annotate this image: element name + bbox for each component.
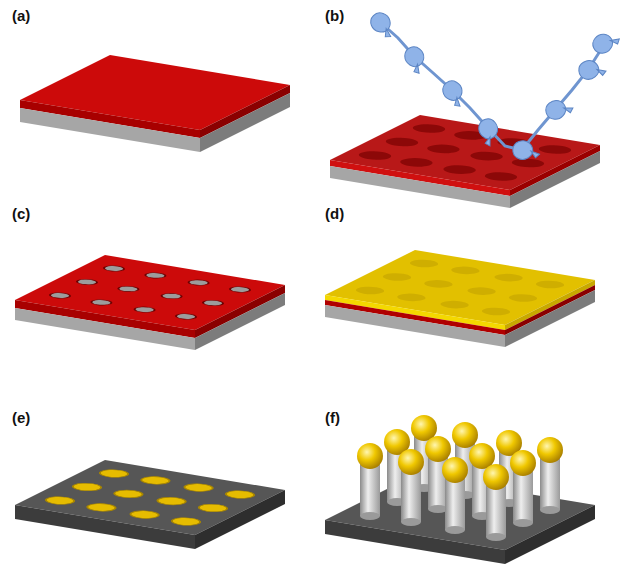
polymer-chain [367,10,621,164]
dotted-substrate [15,460,285,549]
panel-label: (e) [12,410,30,427]
coated-slab [325,250,595,347]
opened-slab [15,255,285,350]
panel-label: (b) [325,8,344,25]
patterned-slab [330,115,600,208]
panel-label: (a) [12,8,30,25]
nanowire-array [325,415,595,564]
panel-label: (d) [325,206,344,223]
panel-label: (c) [12,206,30,223]
resist-slab [20,55,290,152]
panel-label: (f) [325,410,340,427]
